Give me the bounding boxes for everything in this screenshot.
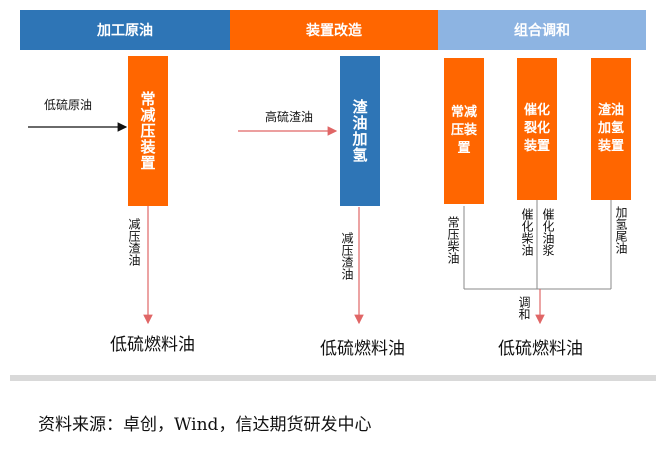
stream-vacuum-residue-1: 减压渣油 bbox=[127, 218, 141, 266]
output-lsfo-2: 低硫燃料油 bbox=[320, 339, 405, 359]
stream-blend: 调和 bbox=[517, 296, 531, 320]
header-crude-processing: 加工原油 bbox=[20, 10, 230, 50]
stream-fcc-diesel: 催化柴油 bbox=[520, 208, 534, 256]
box-residue-hydrotreating-label: 渣油加氢 bbox=[350, 99, 369, 163]
stream-atm-diesel: 常压柴油 bbox=[446, 216, 460, 264]
header-blending: 组合调和 bbox=[438, 10, 646, 50]
header-unit-revamp-label: 装置改造 bbox=[306, 23, 362, 39]
box-residue-hydrotreating: 渣油加氢 bbox=[340, 56, 380, 206]
box-fcc: 催化裂化装置 bbox=[517, 58, 557, 200]
input-low-sulfur-crude: 低硫原油 bbox=[44, 98, 93, 112]
stream-fcc-slurry: 催化油浆 bbox=[541, 208, 555, 256]
input-high-sulfur-residue: 高硫渣油 bbox=[265, 110, 314, 124]
box-atmospheric-vacuum-2-label: 常减压装置 bbox=[450, 105, 477, 156]
stream-hydro-tail: 加氢尾油 bbox=[614, 206, 628, 254]
source-note: 资料来源：卓创，Wind，信达期货研发中心 bbox=[38, 415, 372, 435]
box-residue-hydro-2: 渣油加氢装置 bbox=[591, 58, 631, 200]
header-unit-revamp: 装置改造 bbox=[230, 10, 438, 50]
header-blending-label: 组合调和 bbox=[514, 23, 570, 39]
box-fcc-label: 催化裂化装置 bbox=[523, 103, 550, 154]
stream-vacuum-residue-2: 减压渣油 bbox=[340, 232, 354, 280]
box-residue-hydro-2-label: 渣油加氢装置 bbox=[597, 103, 624, 154]
output-lsfo-3: 低硫燃料油 bbox=[498, 339, 583, 359]
output-lsfo-1: 低硫燃料油 bbox=[110, 335, 195, 355]
box-atmospheric-vacuum-2: 常减压装置 bbox=[444, 58, 484, 204]
header-crude-processing-label: 加工原油 bbox=[97, 23, 153, 39]
box-atmospheric-vacuum-label: 常减压装置 bbox=[138, 91, 157, 171]
box-atmospheric-vacuum: 常减压装置 bbox=[128, 56, 168, 206]
divider-band bbox=[10, 375, 656, 381]
